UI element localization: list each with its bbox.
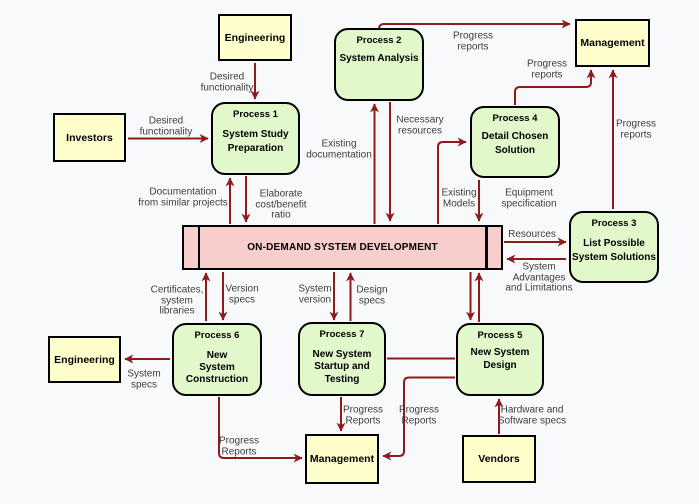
process-7-title: Process 7 — [319, 328, 365, 340]
process-2-body: System Analysis — [339, 52, 419, 64]
entity-engineering-bottom-label: Engineering — [54, 353, 115, 366]
flow-p4-to-management — [514, 69, 596, 105]
process-4-detail-chosen-solution[interactable]: Process 4 Detail Chosen Solution — [470, 106, 560, 178]
process-1-title: Process 1 — [233, 108, 278, 120]
process-3-title: Process 3 — [591, 217, 637, 229]
process-1-system-study-preparation[interactable]: Process 1 System Study Preparation — [211, 102, 300, 175]
datastore-on-demand-system-development[interactable]: ON-DEMAND SYSTEM DEVELOPMENT — [182, 225, 503, 270]
process-2-title: Process 2 — [356, 34, 402, 46]
entity-engineering-top[interactable]: Engineering — [218, 14, 292, 61]
process-3-list-possible-system-solutions[interactable]: Process 3 List Possible System Solutions — [569, 211, 659, 283]
datastore-left-cap — [197, 227, 200, 268]
process-4-body: Detail Chosen Solution — [481, 130, 549, 156]
process-2-system-analysis[interactable]: Process 2 System Analysis — [334, 28, 424, 101]
entity-management-top[interactable]: Management — [575, 19, 650, 67]
process-5-new-system-design[interactable]: Process 5 New System Design — [456, 323, 544, 396]
flow-p6-to-management2 — [218, 397, 303, 463]
entity-vendors[interactable]: Vendors — [462, 435, 536, 483]
entity-engineering-bottom[interactable]: Engineering — [48, 336, 121, 383]
entity-engineering-top-label: Engineering — [224, 31, 286, 44]
entity-management-bottom-label: Management — [309, 453, 375, 465]
process-5-body: New System Design — [470, 346, 530, 371]
flow-store-to-p4 — [437, 137, 467, 224]
process-6-title: Process 6 — [194, 329, 240, 341]
entity-investors[interactable]: Investors — [53, 113, 126, 162]
flow-p5-to-management2 — [382, 376, 455, 461]
process-5-title: Process 5 — [477, 329, 523, 341]
process-6-new-system-construction[interactable]: Process 6 New System Construction — [172, 323, 262, 396]
entity-investors-label: Investors — [66, 131, 113, 144]
datastore-label: ON-DEMAND SYSTEM DEVELOPMENT — [247, 242, 438, 253]
datastore-right-cap — [485, 227, 488, 268]
process-6-body: New System Construction — [185, 349, 249, 385]
process-4-title: Process 4 — [492, 112, 538, 124]
entity-management-bottom[interactable]: Management — [305, 434, 379, 484]
entity-management-top-label: Management — [580, 37, 645, 49]
process-3-body: List Possible System Solutions — [572, 237, 656, 263]
process-1-body: System Study Preparation — [222, 128, 289, 154]
process-7-new-system-startup-testing[interactable]: Process 7 New System Startup and Testing — [298, 322, 386, 396]
process-7-body: New System Startup and Testing — [312, 348, 372, 385]
entity-vendors-label: Vendors — [478, 453, 520, 465]
